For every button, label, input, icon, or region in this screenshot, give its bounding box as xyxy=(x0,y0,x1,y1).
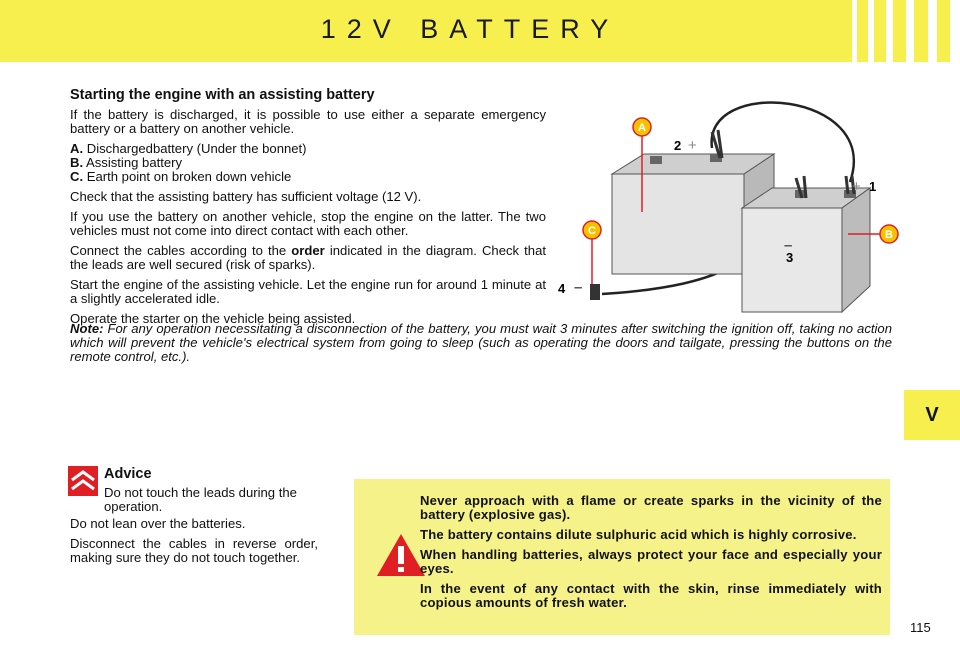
header-stripe xyxy=(868,0,874,62)
legend-text: Assisting battery xyxy=(86,155,183,170)
legend-item: A. Dischargedbattery (Under the bonnet) xyxy=(70,142,546,156)
warning-line: The battery contains dilute sulphuric ac… xyxy=(420,527,857,542)
header-bar: 12V BATTERY xyxy=(0,0,960,62)
header-stripe xyxy=(950,0,960,62)
minus-sign: – xyxy=(784,237,792,254)
plus-sign: + xyxy=(688,137,697,154)
section-heading: Starting the engine with an assisting ba… xyxy=(70,87,375,103)
plus-sign: + xyxy=(852,178,861,195)
header-stripe xyxy=(852,0,857,62)
operate-paragraph: Operate the starter on the vehicle being… xyxy=(70,311,356,326)
note-paragraph: Note: For any operation necessitating a … xyxy=(70,322,892,364)
positive-cable xyxy=(710,101,855,183)
order-3-label: 3 xyxy=(786,250,793,265)
legend-item: C. Earth point on broken down vehicle xyxy=(70,170,546,184)
header-stripe xyxy=(906,0,914,62)
battery-b xyxy=(740,187,872,314)
clamp xyxy=(710,129,724,159)
note-text: For any operation necessitating a discon… xyxy=(70,321,892,364)
callout-a-letter: A xyxy=(638,122,646,134)
legend-letter: A. xyxy=(70,141,84,156)
legend-text: Earth point on broken down vehicle xyxy=(86,169,292,184)
connect-paragraph: Connect the cables according to the orde… xyxy=(70,244,546,272)
warning-box: Never approach with a flame or create sp… xyxy=(354,479,890,635)
legend-letter: B. xyxy=(70,155,84,170)
connect-text-pre: Connect the cables according to the xyxy=(70,243,287,258)
earth-clamp xyxy=(590,284,600,300)
callout-c-marker xyxy=(582,220,602,240)
warning-text: Never approach with a flame or create sp… xyxy=(420,494,882,616)
clamp xyxy=(794,175,808,199)
advice-text: Do not lean over the batteries. Disconne… xyxy=(70,517,318,571)
legend-letter: C. xyxy=(70,169,84,184)
header-stripe xyxy=(886,0,893,62)
note-label: Note: xyxy=(70,321,104,336)
battery-a xyxy=(610,153,776,276)
order-1-label: 1 xyxy=(869,179,876,194)
advice-line: Do not lean over the batteries. xyxy=(70,516,246,531)
callout-c-letter: C xyxy=(588,225,596,237)
clamp xyxy=(844,175,856,195)
connect-text-post: indicated in the diagram. Check that the… xyxy=(70,243,546,272)
intro-paragraph: If the battery is discharged, it is poss… xyxy=(70,107,546,136)
callout-b-letter: B xyxy=(885,229,893,241)
legend-item: B. Assisting battery xyxy=(70,156,546,170)
start-paragraph: Start the engine of the assisting vehicl… xyxy=(70,277,546,306)
battery-diagram: + + – – 2 1 3 4 A B C xyxy=(558,101,899,314)
warning-line: In the event of any contact with the ski… xyxy=(420,581,882,610)
section-tab[interactable]: V xyxy=(904,390,960,440)
callout-b-marker xyxy=(879,224,899,244)
advice-line: Disconnect the cables in reverse order, … xyxy=(70,536,318,565)
minus-sign: – xyxy=(574,279,582,296)
header-stripe xyxy=(928,0,937,62)
connect-order-word: order xyxy=(291,243,325,258)
citroen-logo-icon xyxy=(68,466,98,496)
advice-title: Advice xyxy=(104,466,152,482)
advice-line: Do not touch the leads during the operat… xyxy=(104,485,297,514)
page-title: 12V BATTERY xyxy=(320,14,620,44)
other-vehicle-paragraph: If you use the battery on another vehicl… xyxy=(70,209,546,238)
warning-line: When handling batteries, always protect … xyxy=(420,547,882,576)
main-text: Starting the engine with an assisting ba… xyxy=(70,88,546,332)
legend-text: Dischargedbattery (Under the bonnet) xyxy=(86,141,307,156)
warning-line: Never approach with a flame or create sp… xyxy=(420,493,882,522)
order-4-label: 4 xyxy=(558,281,566,296)
page-number: 115 xyxy=(910,620,931,635)
warning-icon xyxy=(377,534,425,576)
check-paragraph: Check that the assisting battery has suf… xyxy=(70,189,422,204)
callout-a-marker xyxy=(632,117,652,137)
legend-list: A. Dischargedbattery (Under the bonnet) … xyxy=(70,142,546,184)
order-2-label: 2 xyxy=(674,138,681,153)
